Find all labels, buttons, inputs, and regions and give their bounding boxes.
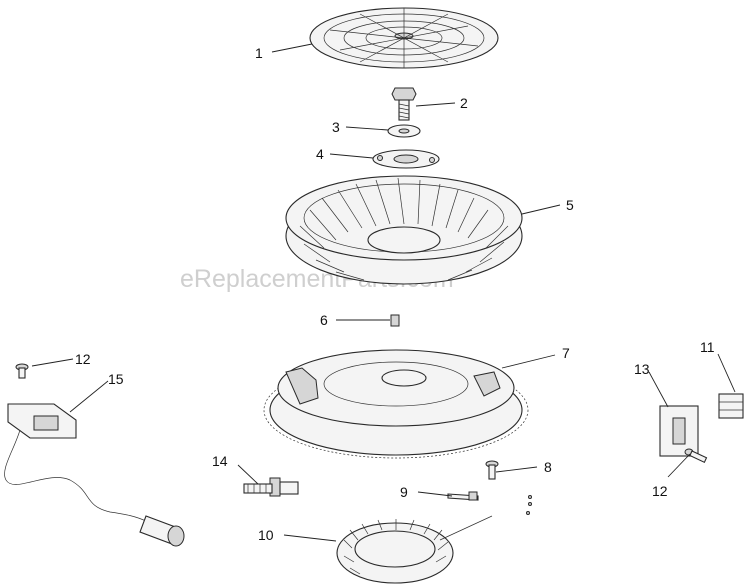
callout-8: 8 bbox=[544, 459, 552, 475]
part-1-grille-screen bbox=[309, 7, 499, 69]
part-3-washer bbox=[387, 124, 421, 138]
callout-12-right: 12 bbox=[652, 483, 668, 499]
part-15-ignition-module bbox=[4, 403, 185, 547]
part-7-flywheel bbox=[263, 349, 529, 459]
callout-6: 6 bbox=[320, 312, 328, 328]
callout-10: 10 bbox=[258, 527, 274, 543]
callout-14: 14 bbox=[212, 453, 228, 469]
callout-4: 4 bbox=[316, 146, 324, 162]
small-hardware bbox=[526, 495, 532, 515]
callout-labels: 1 2 3 4 5 6 7 8 9 10 11 13 12 12 15 14 bbox=[75, 45, 715, 543]
callout-12-left: 12 bbox=[75, 351, 91, 367]
callout-2: 2 bbox=[460, 95, 468, 111]
part-6-key bbox=[390, 314, 400, 327]
callout-7: 7 bbox=[562, 345, 570, 361]
callout-13: 13 bbox=[634, 361, 650, 377]
callout-5: 5 bbox=[566, 197, 574, 213]
part-10-stator bbox=[336, 515, 493, 584]
callout-11: 11 bbox=[700, 339, 715, 355]
callout-9: 9 bbox=[400, 484, 408, 500]
part-14-spark-plug bbox=[243, 477, 299, 497]
part-4-fan-plate bbox=[372, 149, 440, 169]
part-12-screw-right bbox=[684, 448, 708, 464]
part-2-bolt bbox=[391, 87, 417, 121]
callout-1: 1 bbox=[255, 45, 263, 61]
part-12-screw-left bbox=[15, 363, 29, 379]
part-8-screw bbox=[485, 460, 499, 480]
part-9-pin bbox=[447, 491, 479, 501]
leader-lines bbox=[31, 43, 736, 542]
part-13-rectifier bbox=[659, 405, 699, 457]
part-11-plate bbox=[718, 393, 744, 419]
part-5-cooling-fan bbox=[285, 175, 523, 285]
callout-3: 3 bbox=[332, 119, 340, 135]
callout-15: 15 bbox=[108, 371, 124, 387]
